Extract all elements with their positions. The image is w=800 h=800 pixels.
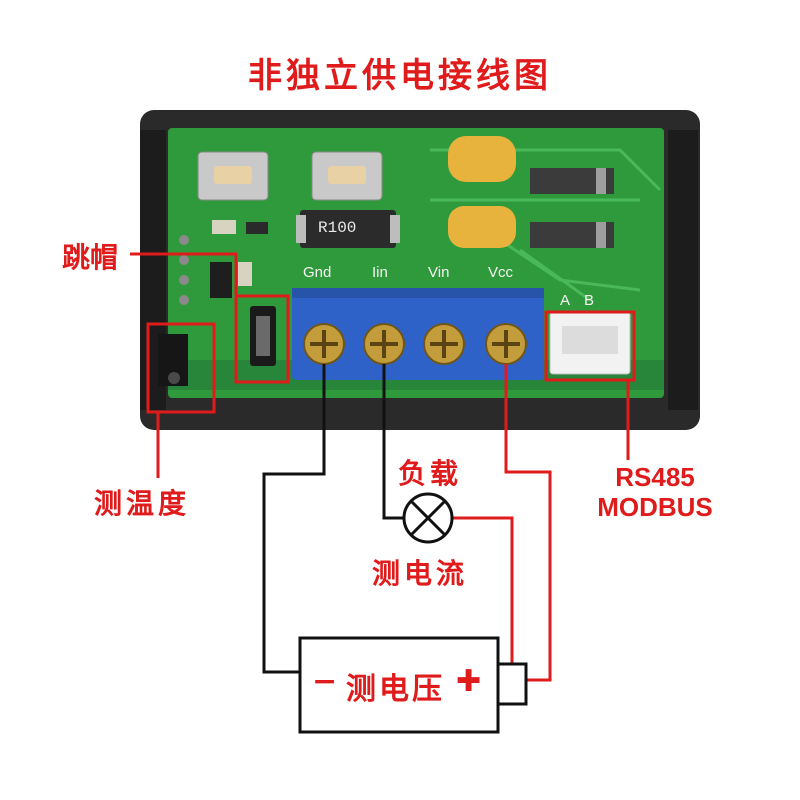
shunt-resistor: [300, 210, 396, 248]
tactile-button-left: [197, 151, 269, 201]
wire-iin: [382, 364, 404, 520]
temperature-label: 测温度: [94, 487, 191, 520]
battery-minus-sign: −: [312, 664, 338, 699]
terminal-block: [292, 288, 544, 380]
jumper-highlight-box: [234, 294, 290, 384]
jumper-label: 跳帽: [62, 241, 119, 274]
tactile-button-right: [311, 151, 383, 201]
device-case-right-tab: [668, 130, 698, 410]
terminal-label-vin: Vin: [428, 264, 450, 281]
load-label: 负载: [398, 457, 463, 490]
terminal-screws: [303, 323, 527, 365]
wire-gnd: [262, 364, 326, 674]
wire-vcc: [504, 364, 552, 682]
rs485-highlight-box: [544, 310, 636, 382]
load-lamp-symbol: [402, 492, 454, 544]
capacitor: [448, 206, 516, 248]
battery-plus-sign: ✚: [456, 664, 482, 699]
battery-terminal: [496, 662, 528, 706]
rs485-label-line2: MODBUS: [597, 492, 713, 522]
jumper-leader-line: [130, 252, 238, 300]
rs485-label: RS485 MODBUS: [580, 462, 730, 522]
terminal-label-gnd: Gnd: [303, 264, 332, 281]
smd-part: [212, 220, 236, 234]
connector-pin-label-a: A: [560, 292, 571, 309]
resistor-marking: R100: [318, 219, 357, 237]
current-label: 测电流: [372, 557, 469, 590]
smd-part: [246, 222, 268, 234]
temp-sensor-highlight-box: [146, 322, 216, 414]
capacitor: [448, 136, 516, 182]
rs485-label-line1: RS485: [615, 462, 695, 492]
smd-part: [210, 262, 232, 298]
wire-load-return: [452, 516, 514, 666]
battery-body: [298, 636, 500, 734]
voltage-label: 测电压: [346, 672, 445, 707]
smd-part: [238, 262, 252, 286]
header-pins: [179, 235, 189, 305]
page-title: 非独立供电接线图: [248, 56, 552, 96]
terminal-label-vcc: Vcc: [488, 264, 514, 281]
connector-pin-label-b: B: [584, 292, 595, 309]
terminal-label-iin: Iin: [372, 264, 388, 281]
